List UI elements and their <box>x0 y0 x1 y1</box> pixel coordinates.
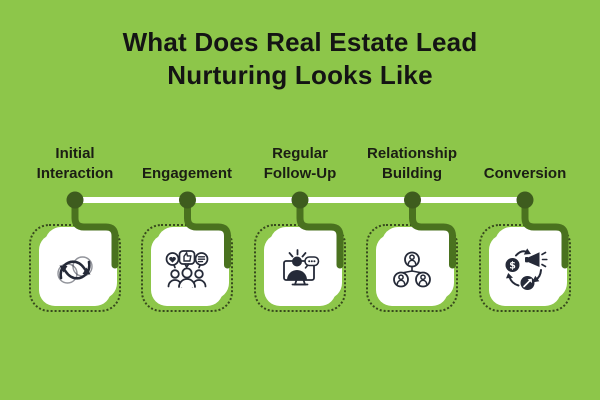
step-card <box>151 234 223 306</box>
step-regular-follow-up: Regular Follow-Up <box>244 138 356 328</box>
step-label-line: Initial <box>55 145 95 162</box>
step-label-line: Regular <box>272 145 328 162</box>
cycle-arrows-icon <box>57 256 93 284</box>
step-label: Conversion <box>455 138 595 184</box>
step-card <box>39 234 111 306</box>
page-title: What Does Real Estate Lead Nurturing Loo… <box>0 26 600 92</box>
step-label: Initial Interaction <box>5 138 145 184</box>
step-label-line: Interaction <box>36 165 114 182</box>
title-line-2: Nurturing Looks Like <box>167 60 433 90</box>
step-conversion: Conversion $ <box>469 138 581 328</box>
step-label: Regular Follow-Up <box>230 138 370 184</box>
step-label-line: Conversion <box>483 165 567 182</box>
people-network-icon <box>393 251 431 288</box>
svg-text:$: $ <box>509 261 516 272</box>
step-engagement: Engagement <box>131 138 243 328</box>
group-feedback-icon <box>165 250 209 288</box>
step-relationship-building: Relationship Building <box>356 138 468 328</box>
monitor-person-chat-icon <box>283 249 320 286</box>
step-card <box>376 234 448 306</box>
title-line-1: What Does Real Estate Lead <box>122 27 478 57</box>
step-label: Engagement <box>117 138 257 184</box>
conversion-cycle-icon: $ <box>505 248 548 290</box>
step-card <box>264 234 336 306</box>
step-card: $ <box>489 234 561 306</box>
step-label-line: Engagement <box>141 165 232 182</box>
step-initial-interaction: Initial Interaction <box>19 138 131 328</box>
step-label-line: Building <box>382 165 442 182</box>
step-label: Relationship Building <box>342 138 482 184</box>
step-label-line: Follow-Up <box>263 165 337 182</box>
step-label-line: Relationship <box>366 145 457 162</box>
